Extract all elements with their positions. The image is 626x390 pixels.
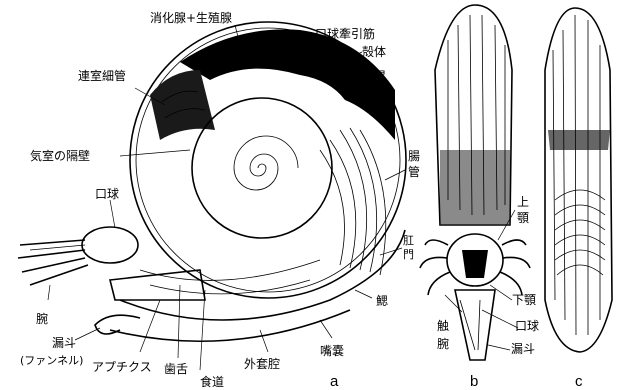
mantle-outline <box>120 230 405 320</box>
shell-b-shade <box>440 150 510 225</box>
label-funnel-kana: (ファンネル) <box>20 354 83 367</box>
gill-c <box>555 190 605 275</box>
label-funnel-b: 漏斗 <box>511 342 535 356</box>
label-buccal-mass: 口球 <box>95 187 119 201</box>
beak-b <box>462 250 488 278</box>
septum-chamber <box>150 70 215 140</box>
label-upper-jaw-2: 顎 <box>517 211 529 225</box>
label-shell: 殻体 <box>362 45 386 59</box>
panel-a-illustration <box>18 22 406 341</box>
label-digestive-gland: 消化腺+生殖腺 <box>150 10 232 25</box>
label-mantle-cavity: 外套腔 <box>244 356 280 371</box>
label-anus-1: 肛 <box>403 234 414 247</box>
shell-c <box>545 8 612 352</box>
shell-c-band <box>548 130 610 150</box>
label-esophagus: 食道 <box>200 374 224 389</box>
label-tentacle-1: 触 <box>437 319 449 333</box>
label-lower-jaw: 下顎 <box>512 293 536 307</box>
label-radula: 歯舌 <box>164 362 188 376</box>
intestine-line <box>140 260 320 280</box>
label-anus-2: 門 <box>403 248 414 261</box>
label-funnel: 漏斗 <box>52 336 76 350</box>
label-aptychus: アプチクス <box>92 360 152 374</box>
arms <box>18 240 88 285</box>
label-upper-jaw-1: 上 <box>517 195 529 209</box>
label-septum: 気室の隔壁 <box>30 148 90 163</box>
label-tentacle-2: 腕 <box>437 336 449 351</box>
panel-c-illustration: c <box>545 8 612 390</box>
label-gill: 鰓 <box>376 294 388 308</box>
panel-label-a: a <box>330 373 339 390</box>
buccal-mass-shape <box>82 227 138 263</box>
shell-c-hatch <box>553 15 600 335</box>
funnel-shape <box>95 315 140 334</box>
panel-label-b: b <box>470 373 478 390</box>
label-stomach: 胃 <box>374 69 386 83</box>
label-buccal-retractor: 口球牽引筋 <box>315 26 375 41</box>
label-intestine-2: 管 <box>408 164 420 179</box>
esophagus-line <box>150 280 310 294</box>
label-intestine-1: 腸 <box>408 149 420 163</box>
panel-label-c: c <box>575 373 583 390</box>
spiral-coil <box>234 136 298 190</box>
label-siphuncle: 連室細管 <box>78 68 126 83</box>
label-arm: 腕 <box>36 311 48 326</box>
phragmocone <box>192 98 332 238</box>
label-buccal-mass-b: 口球 <box>515 319 539 333</box>
label-ink-sac: 嘴嚢 <box>320 343 344 358</box>
